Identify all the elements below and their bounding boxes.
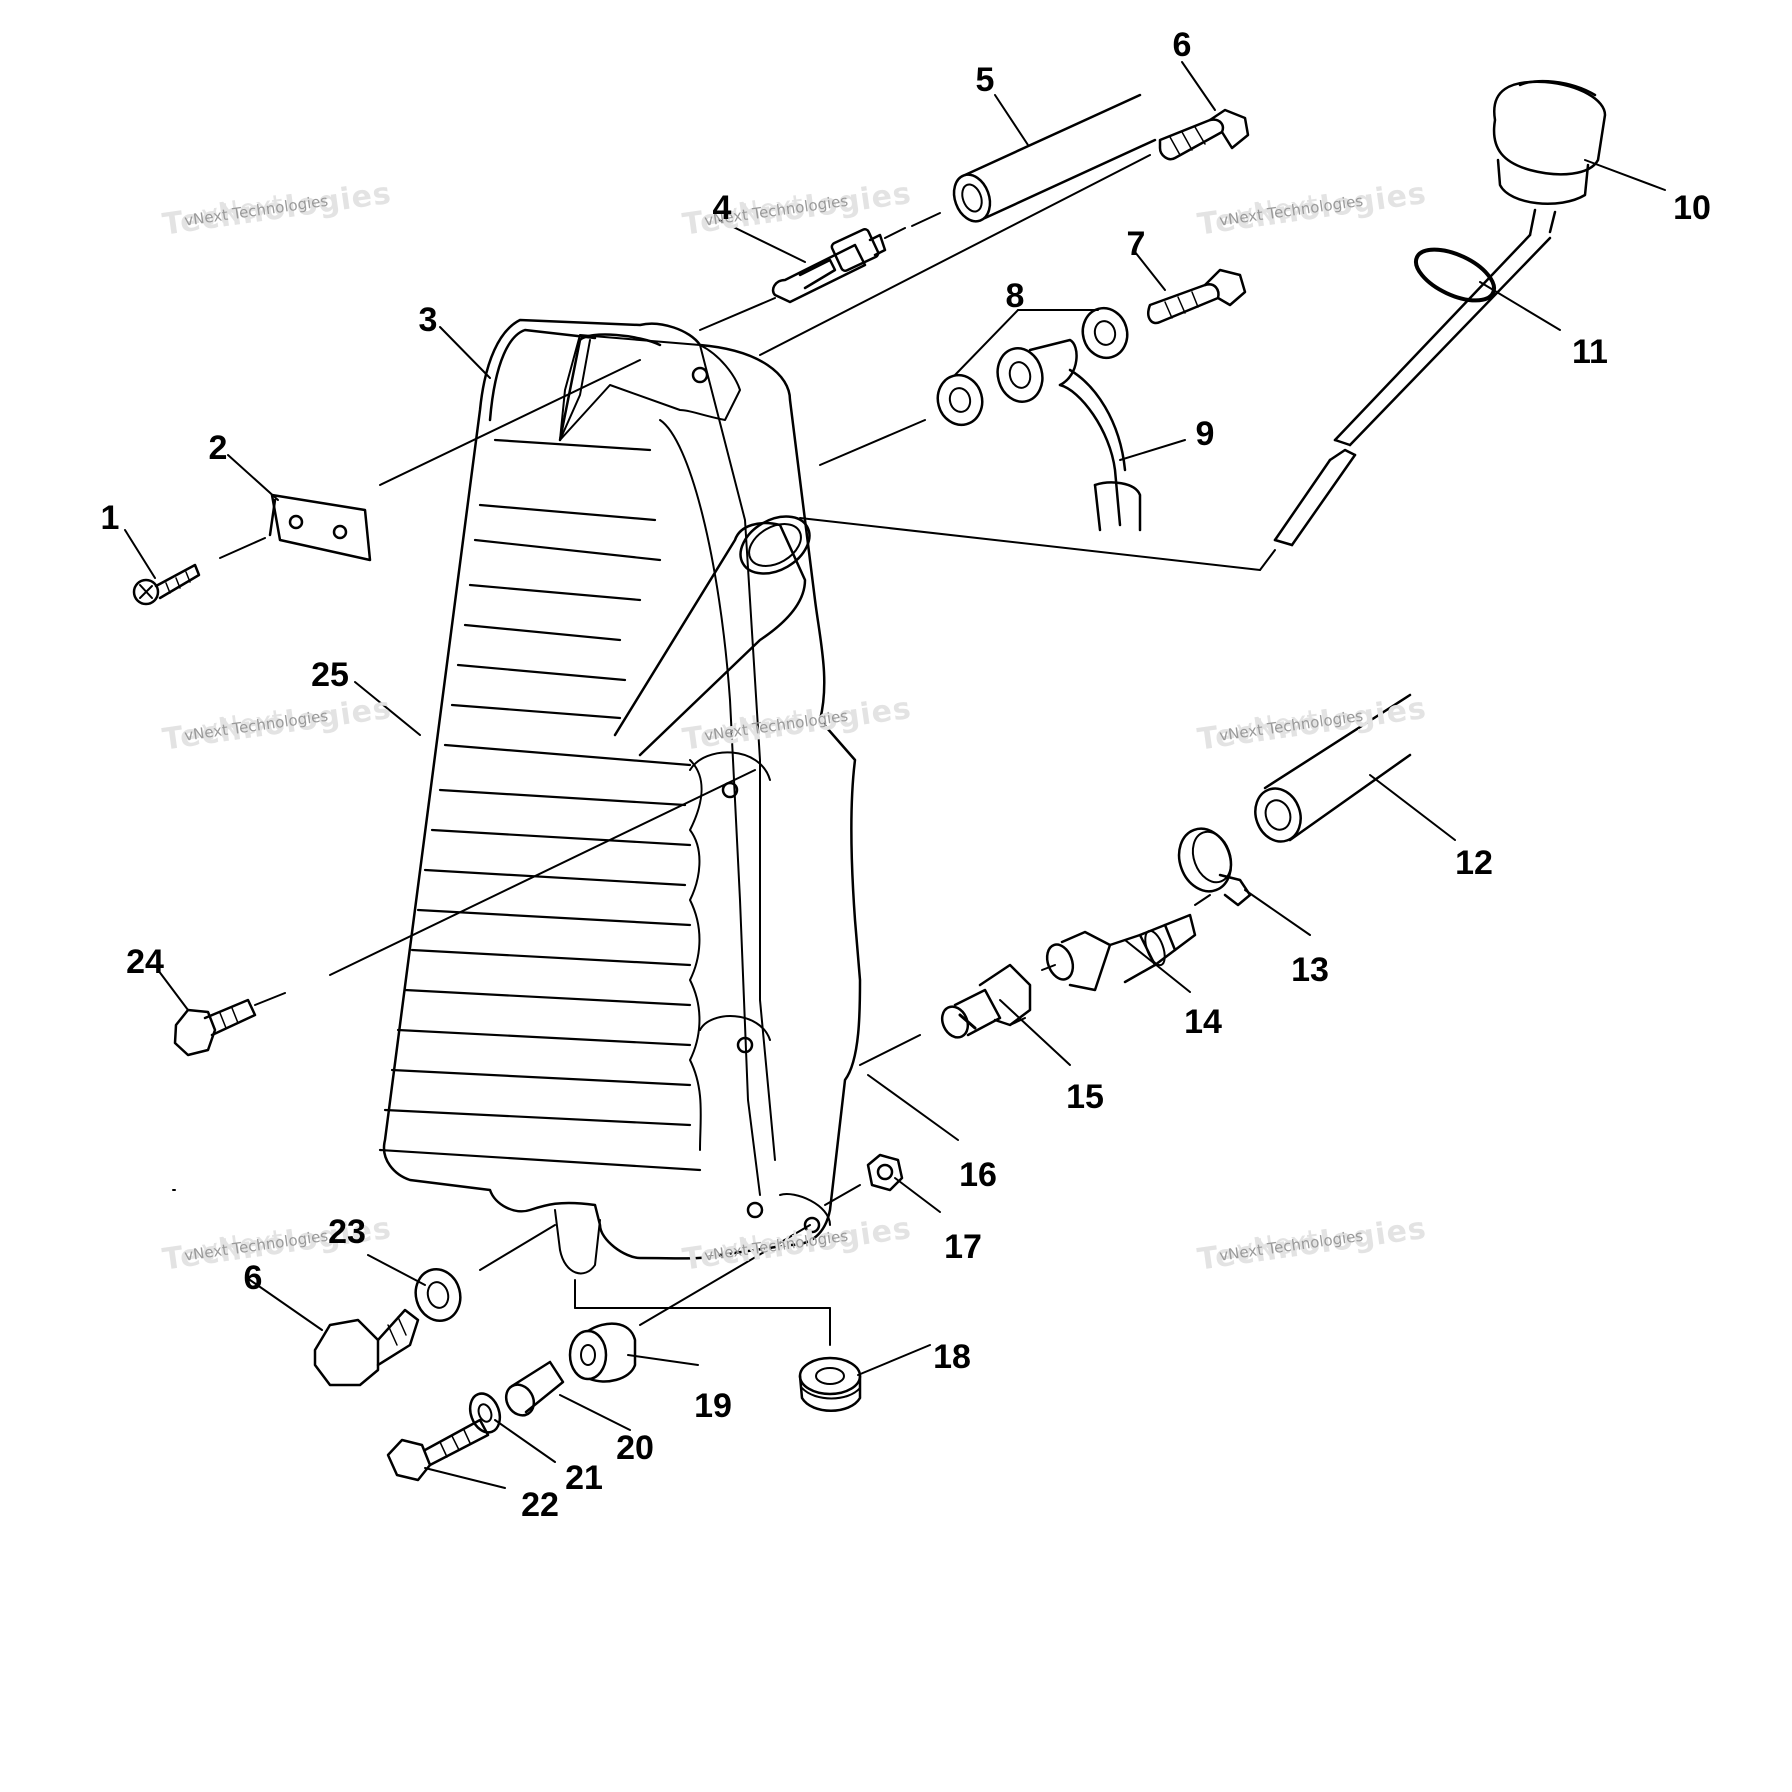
callout-13: 13 <box>1291 951 1329 989</box>
callout-22: 22 <box>521 1486 559 1524</box>
part-9-banjo-line <box>996 338 1142 532</box>
part-2-plate <box>268 493 372 562</box>
part-1-screw <box>132 563 201 606</box>
part-4-fitting <box>771 228 887 304</box>
part-24-bolt <box>173 998 257 1057</box>
callout-17: 17 <box>944 1228 982 1266</box>
callout-14: 14 <box>1184 1003 1222 1041</box>
part-5-hose <box>952 93 1157 223</box>
part-18-grommet <box>798 1356 862 1412</box>
dipstick <box>1273 233 1552 547</box>
part-22-bolt <box>386 1418 490 1482</box>
callout-6-top: 6 <box>1172 26 1192 64</box>
part-7-bolt <box>1147 268 1247 325</box>
part-13-clamp <box>1177 827 1252 907</box>
part-20-sleeve <box>504 1360 565 1417</box>
assembly-lines <box>172 154 1276 1346</box>
callout-1: 1 <box>100 499 120 537</box>
part-12-hose <box>1254 693 1412 843</box>
callout-10: 10 <box>1673 189 1711 227</box>
callout-16: 16 <box>959 1156 997 1194</box>
callout-25: 25 <box>311 656 349 694</box>
callout-11: 11 <box>1572 333 1608 371</box>
callout-15: 15 <box>1066 1078 1104 1116</box>
callout-24: 24 <box>126 943 164 981</box>
part-8-washers <box>936 306 1129 427</box>
callout-19: 19 <box>694 1387 732 1425</box>
part-23-washer <box>414 1267 462 1323</box>
part-17-nut <box>866 1153 904 1192</box>
callout-5: 5 <box>975 61 995 99</box>
callout-23: 23 <box>328 1213 366 1251</box>
callout-18: 18 <box>933 1338 971 1376</box>
part-21-washer <box>468 1392 502 1434</box>
leader-lines <box>124 61 1666 1489</box>
callout-21: 21 <box>565 1459 603 1497</box>
part-15-sensor <box>940 963 1032 1039</box>
callout-8: 8 <box>1005 277 1025 315</box>
callout-20: 20 <box>616 1429 654 1467</box>
part-10-cap <box>1492 79 1607 237</box>
callout-4: 4 <box>712 189 732 227</box>
callout-3: 3 <box>418 301 438 339</box>
part-6-bolt-top <box>1158 108 1250 161</box>
callout-6-drain: 6 <box>243 1259 263 1297</box>
callout-7: 7 <box>1126 225 1146 263</box>
callout-9: 9 <box>1195 415 1215 453</box>
part-19-bushing <box>568 1322 637 1383</box>
oil-tank <box>378 318 862 1275</box>
part-6-drain-bolt <box>313 1308 420 1387</box>
part-11-o-ring <box>1414 247 1496 303</box>
callout-12: 12 <box>1455 844 1493 882</box>
callout-2: 2 <box>208 429 228 467</box>
